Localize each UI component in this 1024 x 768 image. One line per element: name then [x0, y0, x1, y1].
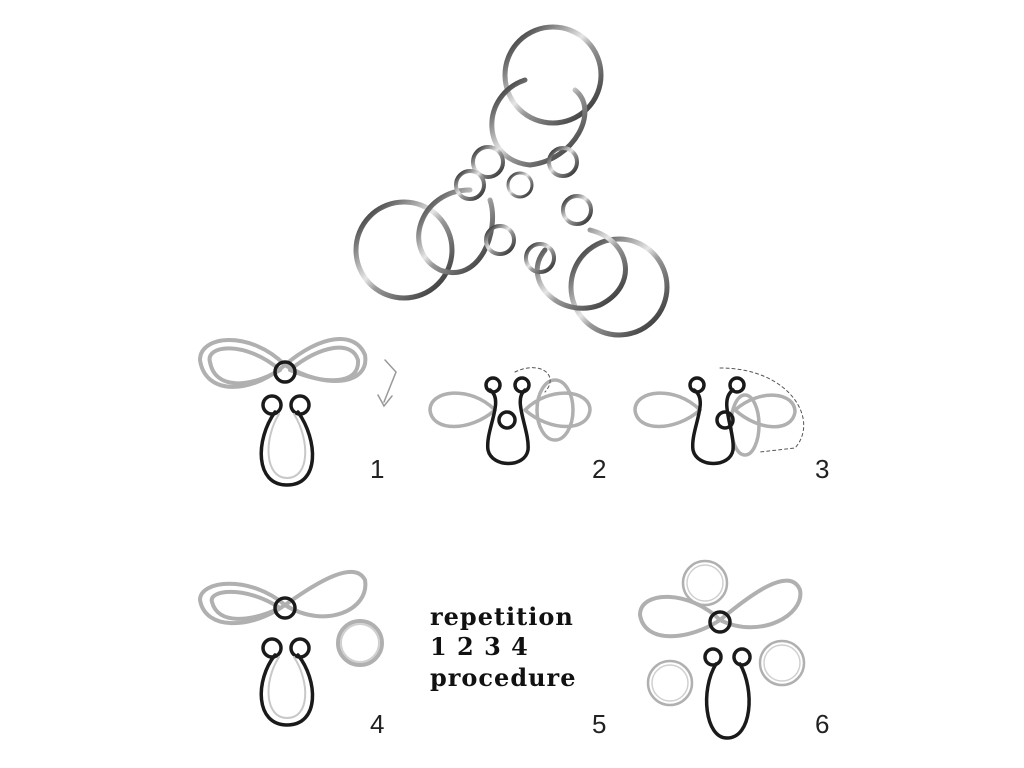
- motion-path-icon: [514, 367, 551, 393]
- right-ring-icon: [568, 236, 670, 338]
- step-1-diagram: [197, 337, 397, 487]
- assembled-puzzle-illustration: [353, 24, 670, 338]
- procedure-line-1: repetition: [430, 602, 574, 631]
- procedure-line-3: procedure: [430, 663, 576, 692]
- step-2-diagram: [428, 367, 592, 466]
- step-numbers: 1 2 3 4 5 6: [370, 454, 829, 739]
- left-ring-icon: [353, 199, 455, 301]
- right-shackle-icon: [534, 227, 628, 311]
- rotate-arrow-icon: [377, 359, 397, 408]
- step-number-5: 5: [592, 709, 606, 739]
- step-number-2: 2: [592, 454, 606, 484]
- step-number-3: 3: [815, 454, 829, 484]
- procedure-note: repetition 1 2 3 4 procedure: [430, 602, 576, 692]
- top-ring-icon: [502, 24, 604, 126]
- step-6-diagram: [637, 559, 806, 740]
- step-number-1: 1: [370, 454, 384, 484]
- step-4-diagram: [197, 569, 384, 727]
- motion-path-icon: [719, 367, 805, 453]
- step-number-6: 6: [815, 709, 829, 739]
- top-shackle-icon: [489, 77, 588, 168]
- step-number-4: 4: [370, 709, 384, 739]
- procedure-line-2: 1 2 3 4: [430, 632, 529, 661]
- step-3-diagram: [633, 367, 805, 466]
- left-shackle-icon: [416, 187, 496, 275]
